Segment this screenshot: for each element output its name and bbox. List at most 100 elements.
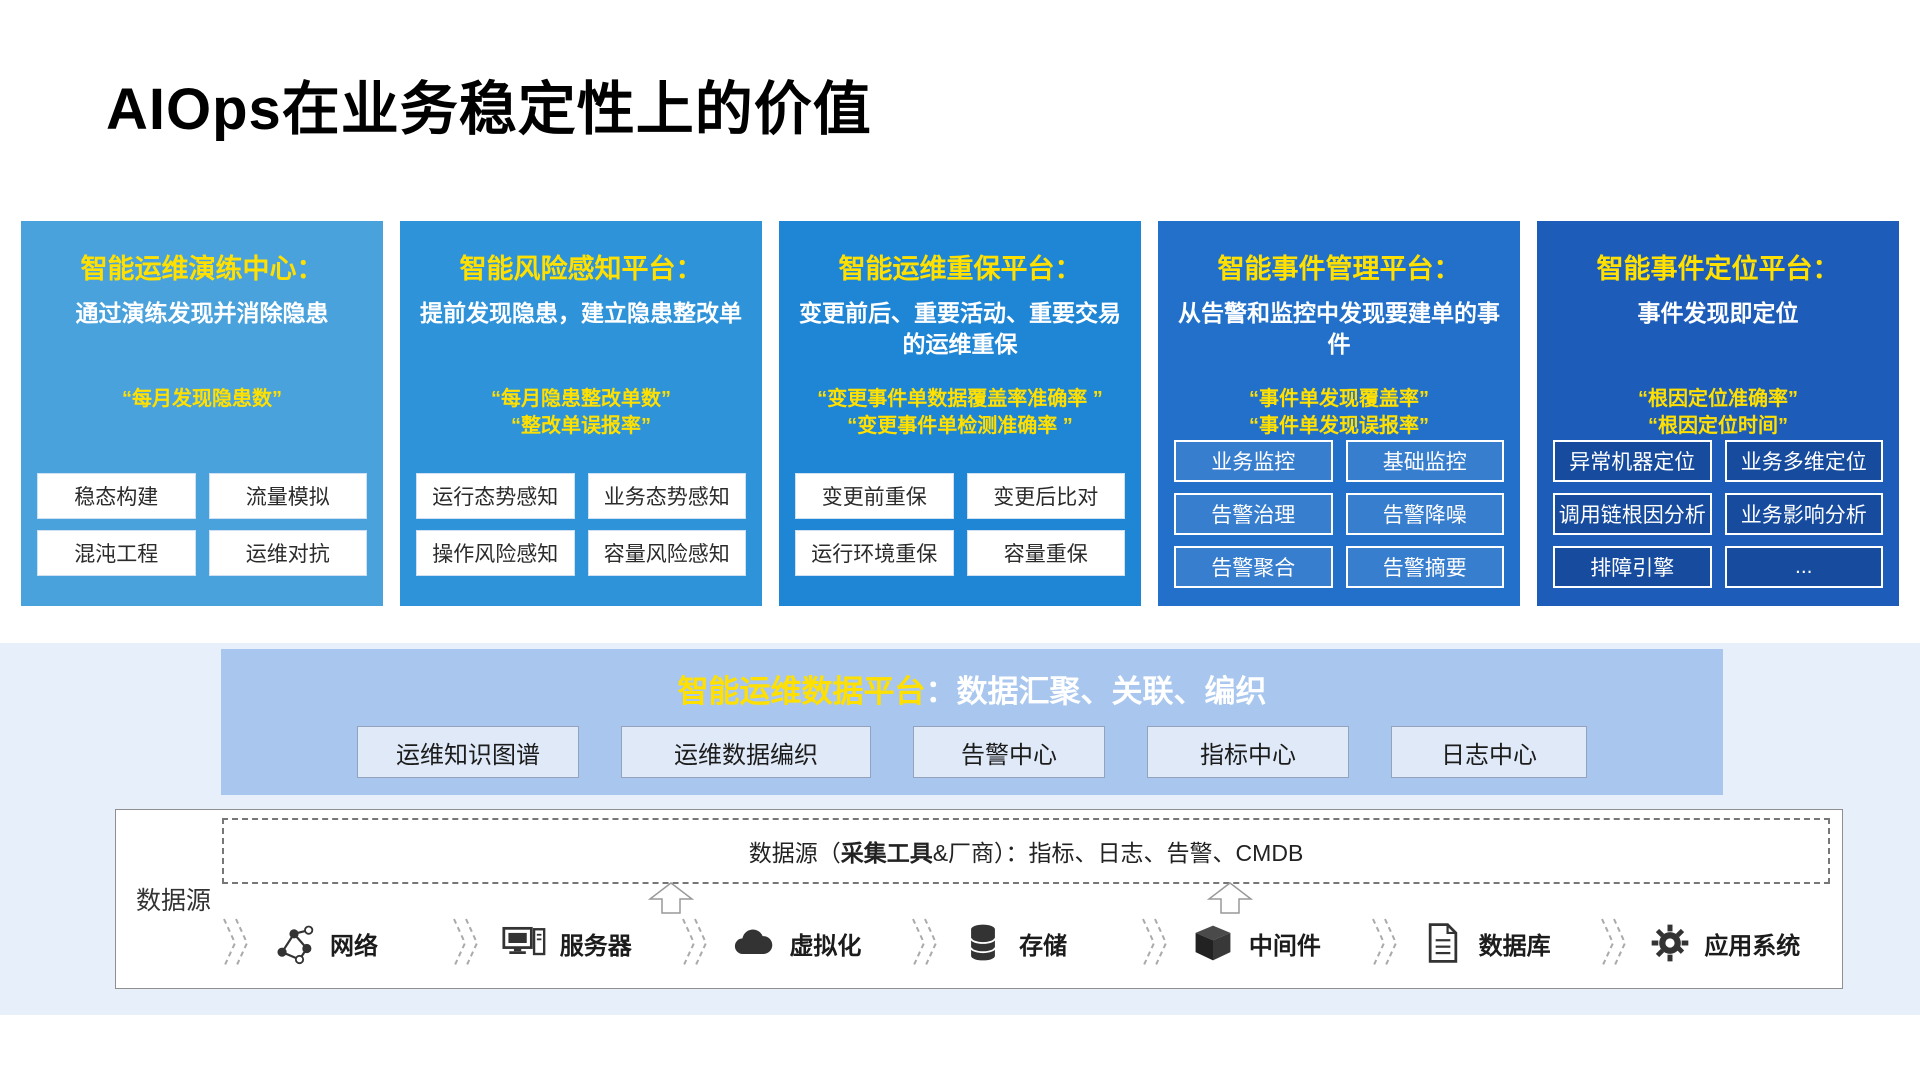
data-platform-title-highlight: 智能运维数据平台	[677, 674, 926, 709]
chevron-separator-icon	[1371, 916, 1399, 970]
metric-line: “每月隐患整改单数”	[491, 388, 671, 410]
datasource-item-middleware: 中间件	[1141, 916, 1371, 970]
capability-boxes: 运行态势感知 业务态势感知 操作风险感知 容量风险感知	[416, 473, 746, 576]
datasource-header-suffix: &厂商）：指标、日志、告警、CMDB	[932, 840, 1304, 866]
capability-box: 业务监控	[1174, 440, 1333, 482]
panel-metrics: “根因定位准确率” “根因定位时间”	[1553, 386, 1883, 440]
panel-title: 智能风险感知平台：	[459, 254, 703, 284]
capability-box: 操作风险感知	[416, 530, 575, 576]
up-arrow-icon	[647, 882, 695, 914]
panel-metrics: “变更事件单数据覆盖率准确率 ” “变更事件单检测准确率 ”	[795, 386, 1125, 440]
datasource-item-label: 网络	[330, 932, 378, 960]
panel-event-location: 智能事件定位平台： 事件发现即定位 “根因定位准确率” “根因定位时间” 异常机…	[1537, 221, 1899, 606]
metric-line: “整改单误报率”	[511, 415, 651, 437]
metric-line: “根因定位准确率”	[1638, 388, 1798, 410]
capability-box: 调用链根因分析	[1553, 493, 1712, 535]
capability-box: 运维对抗	[208, 530, 367, 576]
capability-box: 变更后比对	[966, 473, 1125, 519]
panel-title: 智能事件管理平台：	[1217, 254, 1461, 284]
capability-boxes: 业务监控 基础监控 告警治理 告警降噪 告警聚合 告警摘要	[1174, 440, 1504, 588]
datasource-item-network: 网络	[222, 916, 452, 970]
data-platform-boxes: 运维知识图谱 运维数据编织 告警中心 指标中心 日志中心	[357, 726, 1587, 778]
middleware-icon	[1191, 921, 1235, 965]
panel-risk-platform: 智能风险感知平台： 提前发现隐患，建立隐患整改单 “每月隐患整改单数” “整改单…	[400, 221, 762, 606]
datasource-item-label: 中间件	[1248, 932, 1321, 960]
panel-guarantee-platform: 智能运维重保平台： 变更前后、重要活动、重要交易的运维重保 “变更事件单数据覆盖…	[779, 221, 1141, 606]
database-icon	[1421, 921, 1465, 965]
panel-title: 智能运维重保平台：	[838, 254, 1082, 284]
capability-boxes: 变更前重保 变更后比对 运行环境重保 容量重保	[795, 473, 1125, 576]
capability-box: 混沌工程	[37, 530, 196, 576]
server-icon	[502, 921, 546, 965]
chevron-separator-icon	[1141, 916, 1169, 970]
storage-icon	[961, 921, 1005, 965]
cloud-icon	[731, 921, 775, 965]
up-arrow-icon	[1206, 882, 1254, 914]
data-platform-box: 日志中心	[1391, 726, 1587, 778]
datasource-item-database: 数据库	[1371, 916, 1601, 970]
capability-box: 容量风险感知	[587, 530, 746, 576]
metric-line: “根因定位时间”	[1648, 415, 1788, 437]
datasource-header-bold: 采集工具	[840, 840, 933, 866]
metric-line: “事件单发现覆盖率”	[1249, 388, 1429, 410]
application-gear-icon	[1650, 923, 1690, 963]
panel-subtitle: 事件发现即定位	[1637, 300, 1799, 326]
datasource-box: 数据源 数据源（采集工具&厂商）：指标、日志、告警、CMDB 网络	[115, 809, 1843, 989]
datasource-item-label: 应用系统	[1704, 932, 1801, 960]
metric-line: “变更事件单检测准确率 ”	[847, 415, 1073, 438]
panel-subtitle: 提前发现隐患，建立隐患整改单	[420, 300, 742, 326]
panel-metrics: “每月发现隐患数”	[37, 386, 367, 413]
capability-box: 运行环境重保	[795, 530, 954, 576]
capability-box: 排障引擎	[1553, 546, 1712, 588]
panel-subtitle: 通过演练发现并消除隐患	[75, 300, 329, 326]
data-platform-band: 智能运维数据平台：数据汇聚、关联、编织 运维知识图谱 运维数据编织 告警中心 指…	[221, 649, 1723, 795]
network-icon	[272, 921, 316, 965]
datasource-item-label: 存储	[1019, 932, 1068, 960]
page-title: AIOps在业务稳定性上的价值	[106, 77, 872, 142]
capability-box: 变更前重保	[795, 473, 954, 519]
capability-box: 运行态势感知	[416, 473, 575, 519]
capability-box: ...	[1724, 546, 1883, 588]
capability-box: 告警降噪	[1345, 493, 1504, 535]
datasource-header: 数据源（采集工具&厂商）：指标、日志、告警、CMDB	[222, 818, 1830, 884]
capability-box: 稳态构建	[37, 473, 196, 519]
capability-boxes: 稳态构建 流量模拟 混沌工程 运维对抗	[37, 473, 367, 576]
datasource-item-server: 服务器	[452, 916, 682, 970]
panel-metrics: “事件单发现覆盖率” “事件单发现误报率”	[1174, 386, 1504, 440]
chevron-separator-icon	[222, 916, 250, 970]
capability-box: 告警聚合	[1174, 546, 1333, 588]
data-platform-box: 运维数据编织	[621, 726, 871, 778]
datasource-row: 网络 服务器 虚拟化	[222, 908, 1830, 978]
panel-subtitle: 变更前后、重要活动、重要交易的运维重保	[799, 300, 1121, 358]
panel-drill-center: 智能运维演练中心： 通过演练发现并消除隐患 “每月发现隐患数” 稳态构建 流量模…	[21, 221, 383, 606]
chevron-separator-icon	[911, 916, 939, 970]
capability-box: 流量模拟	[208, 473, 367, 519]
capability-box: 业务影响分析	[1724, 493, 1883, 535]
platform-panels: 智能运维演练中心： 通过演练发现并消除隐患 “每月发现隐患数” 稳态构建 流量模…	[21, 221, 1899, 606]
datasource-item-label: 虚拟化	[789, 932, 862, 960]
metric-line: “每月发现隐患数”	[122, 388, 282, 410]
chevron-separator-icon	[681, 916, 709, 970]
panel-subtitle: 从告警和监控中发现要建单的事件	[1178, 300, 1500, 358]
capability-box: 告警治理	[1174, 493, 1333, 535]
capability-box: 业务态势感知	[587, 473, 746, 519]
capability-box: 容量重保	[966, 530, 1125, 576]
capability-box: 业务多维定位	[1724, 440, 1883, 482]
metric-line: “变更事件单数据覆盖率准确率 ”	[817, 388, 1103, 411]
panel-event-management: 智能事件管理平台： 从告警和监控中发现要建单的事件 “事件单发现覆盖率” “事件…	[1158, 221, 1520, 606]
panel-title: 智能运维演练中心：	[80, 254, 324, 284]
capability-box: 基础监控	[1345, 440, 1504, 482]
datasource-side-label: 数据源	[136, 887, 212, 915]
datasource-item-label: 数据库	[1478, 932, 1551, 960]
panel-title: 智能事件定位平台：	[1596, 254, 1840, 284]
data-platform-box: 运维知识图谱	[357, 726, 579, 778]
datasource-item-virtualization: 虚拟化	[681, 916, 911, 970]
chevron-separator-icon	[452, 916, 480, 970]
panel-metrics: “每月隐患整改单数” “整改单误报率”	[416, 386, 746, 440]
datasource-item-application: 应用系统	[1600, 916, 1830, 970]
datasource-header-prefix: 数据源（	[748, 840, 841, 866]
data-platform-box: 告警中心	[913, 726, 1105, 778]
capability-box: 异常机器定位	[1553, 440, 1712, 482]
capability-boxes: 异常机器定位 业务多维定位 调用链根因分析 业务影响分析 排障引擎 ...	[1553, 440, 1883, 588]
